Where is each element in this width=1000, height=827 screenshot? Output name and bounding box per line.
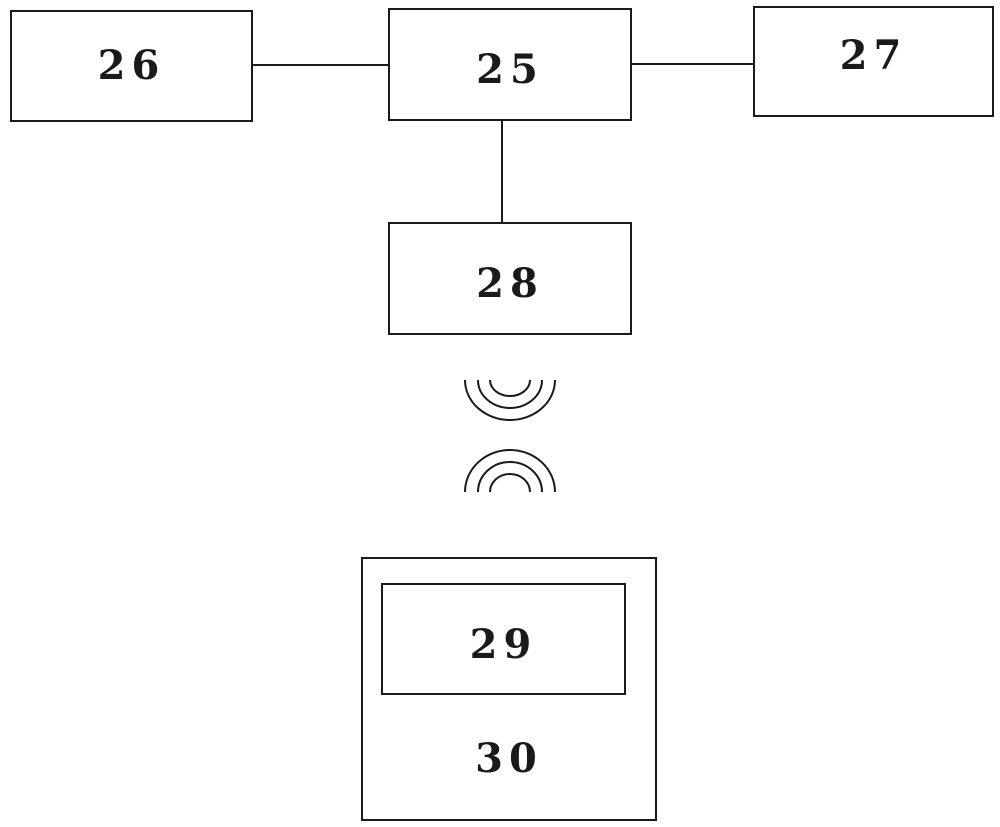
signal-arc-middle: [478, 462, 542, 492]
connector-26-25: [253, 64, 388, 66]
block-26-label: 26: [12, 46, 251, 86]
block-27: 27: [753, 6, 994, 117]
block-28: 28: [388, 222, 632, 335]
wireless-signal-up-icon: [460, 440, 560, 500]
block-29-label: 29: [383, 625, 624, 665]
signal-arc-middle: [478, 380, 542, 408]
block-26: 26: [10, 10, 253, 122]
block-25: 25: [388, 8, 632, 121]
block-25-label: 25: [390, 50, 630, 90]
block-28-label: 28: [390, 264, 630, 304]
connector-25-28: [501, 121, 503, 222]
signal-arc-inner: [490, 380, 530, 396]
wireless-signal-down-icon: [460, 370, 560, 430]
block-30-label: 30: [363, 739, 655, 779]
block-27-label: 27: [755, 36, 992, 76]
block-30: 29 30: [361, 557, 657, 821]
signal-arc-inner: [490, 474, 530, 492]
connector-25-27: [632, 63, 753, 65]
block-29: 29: [381, 583, 626, 695]
